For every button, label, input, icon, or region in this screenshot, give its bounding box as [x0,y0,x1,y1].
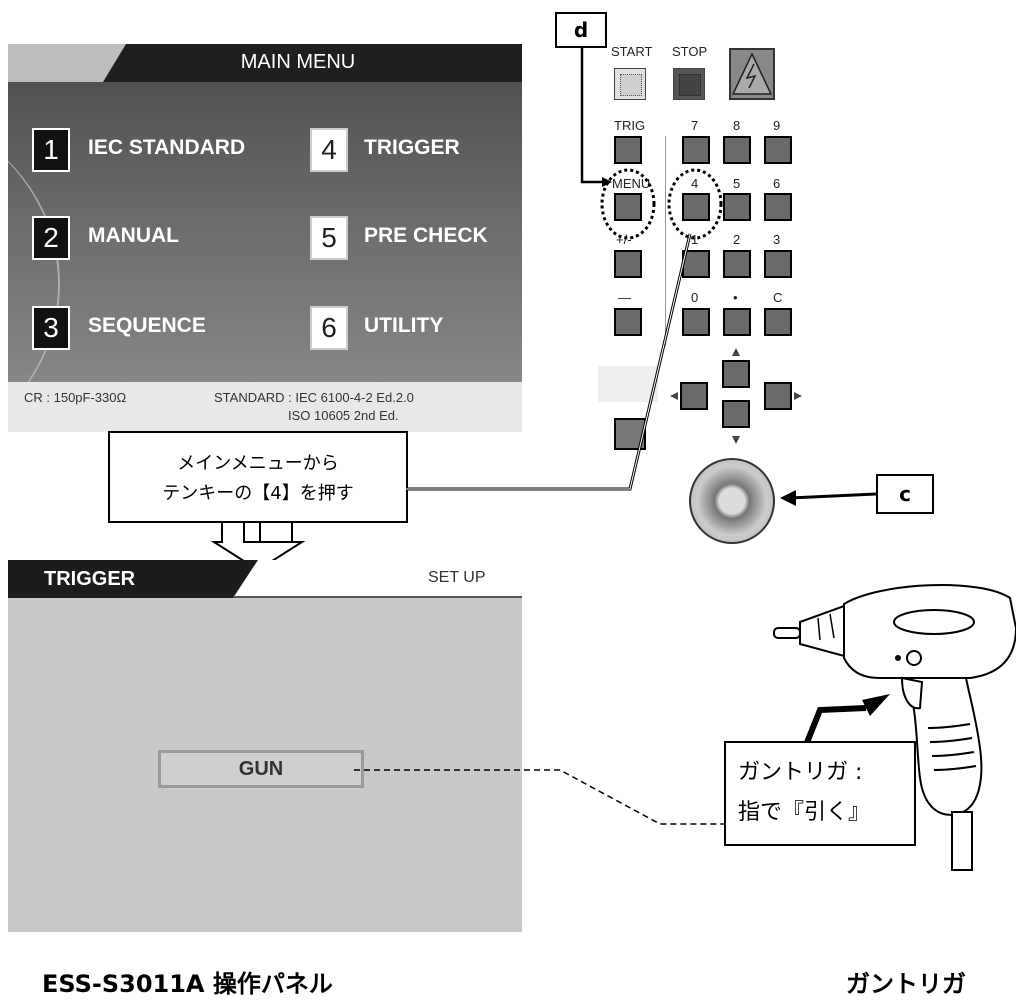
key-0-button[interactable] [682,308,710,336]
caption-gun-trigger: ガントリガ [846,970,966,998]
high-voltage-icon[interactable] [729,48,775,100]
menu-item-6-label[interactable]: UTILITY [364,314,444,337]
stop-button[interactable] [673,68,705,100]
trigger-mode-value[interactable]: GUN [158,750,364,788]
footer-standard: STANDARD : IEC 6100-4-2 Ed.2.0 [214,390,414,405]
menu-item-5-label[interactable]: PRE CHECK [364,224,488,247]
gun-callout-line-1: ガントリガ : [738,760,863,785]
arrow-up-icon [732,348,740,356]
main-menu-arc [8,104,60,432]
arrow-down-button[interactable] [722,400,750,428]
arrow-left-button[interactable] [680,382,708,410]
start-button[interactable] [614,68,646,100]
key-c-label: C [773,290,783,305]
trig-button[interactable] [614,136,642,164]
menu-button[interactable] [614,193,642,221]
instruction-callout: メインメニューから テンキーの【4】を押す [108,431,408,523]
key-7-button[interactable] [682,136,710,164]
down-arrow-icon [210,521,306,572]
label-d: d [555,12,607,48]
plusminus-button[interactable] [614,250,642,278]
key-c-button[interactable] [764,308,792,336]
minus-label: — [618,290,631,305]
footer-standard-2: ISO 10605 2nd Ed. [288,408,399,423]
menu-item-2-label[interactable]: MANUAL [88,224,179,247]
key-1-label: 1 [691,232,699,247]
key-dot-button[interactable] [723,308,751,336]
menu-item-3-label[interactable]: SEQUENCE [88,314,206,337]
trig-label: TRIG [614,118,646,133]
menu-item-1-label[interactable]: IEC STANDARD [88,136,246,159]
minus-button[interactable] [614,308,642,336]
keypad-divider [665,136,666,346]
start-label: START [611,44,653,59]
key-dot-label: • [733,290,738,305]
menu-item-3-number[interactable]: 3 [32,306,70,350]
key-6-button[interactable] [764,193,792,221]
menu-item-5-number[interactable]: 5 [310,216,348,260]
arrow-down-icon [732,436,740,444]
arrow-right-icon [794,392,802,400]
key-5-label: 5 [733,176,741,191]
menu-item-1-number[interactable]: 1 [32,128,70,172]
key-7-label: 7 [691,118,699,133]
gun-callout-line-2: 指で『引く』 [738,800,871,825]
label-c: c [876,474,934,514]
keypad-blank-area [598,366,658,402]
key-2-button[interactable] [723,250,751,278]
key-3-label: 3 [773,232,781,247]
key-5-button[interactable] [723,193,751,221]
menu-label: MENU [612,176,651,191]
trigger-screen: TRIGGER SET UP GUN [8,560,522,932]
esd-gun-illustration [773,584,1016,871]
callout-line-2: テンキーの【4】を押す [162,483,354,504]
key-9-button[interactable] [764,136,792,164]
key-4-label: 4 [691,176,699,191]
stop-label: STOP [672,44,708,59]
trigger-header [8,560,522,598]
caption-panel: ESS-S3011A 操作パネル [42,970,333,998]
trigger-title: TRIGGER [44,568,136,590]
rotary-knob[interactable] [689,458,775,544]
menu-item-6-number[interactable]: 6 [310,306,348,350]
main-menu-footer: CR : 150pF-330Ω STANDARD : IEC 6100-4-2 … [8,382,522,432]
menu-item-2-number[interactable]: 2 [32,216,70,260]
main-menu-header-shape [8,44,126,82]
gun-link-dashed-line [354,769,726,825]
key-3-button[interactable] [764,250,792,278]
menu-item-4-label[interactable]: TRIGGER [364,136,460,159]
gun-trigger-callout: ガントリガ : 指で『引く』 [724,741,916,846]
key-6-label: 6 [773,176,781,191]
key-8-button[interactable] [723,136,751,164]
key-0-label: 0 [691,290,699,305]
arrow-right-button[interactable] [764,382,792,410]
footer-cr: CR : 150pF-330Ω [24,390,127,405]
key-4-button[interactable] [682,193,710,221]
arrow-pad-icons [670,348,802,444]
menu-item-4-number[interactable]: 4 [310,128,348,172]
key-2-label: 2 [733,232,741,247]
arrow-left-icon [670,392,678,400]
main-menu-screen: MAIN MENU 1 IEC STANDARD 2 MANUAL 3 SEQU… [8,44,522,432]
main-menu-title: MAIN MENU [240,51,356,73]
key-9-label: 9 [773,118,781,133]
key-8-label: 8 [733,118,741,133]
callout-line-1: メインメニューから [177,453,339,474]
arrow-up-button[interactable] [722,360,750,388]
trigger-setup-label: SET UP [428,569,486,586]
